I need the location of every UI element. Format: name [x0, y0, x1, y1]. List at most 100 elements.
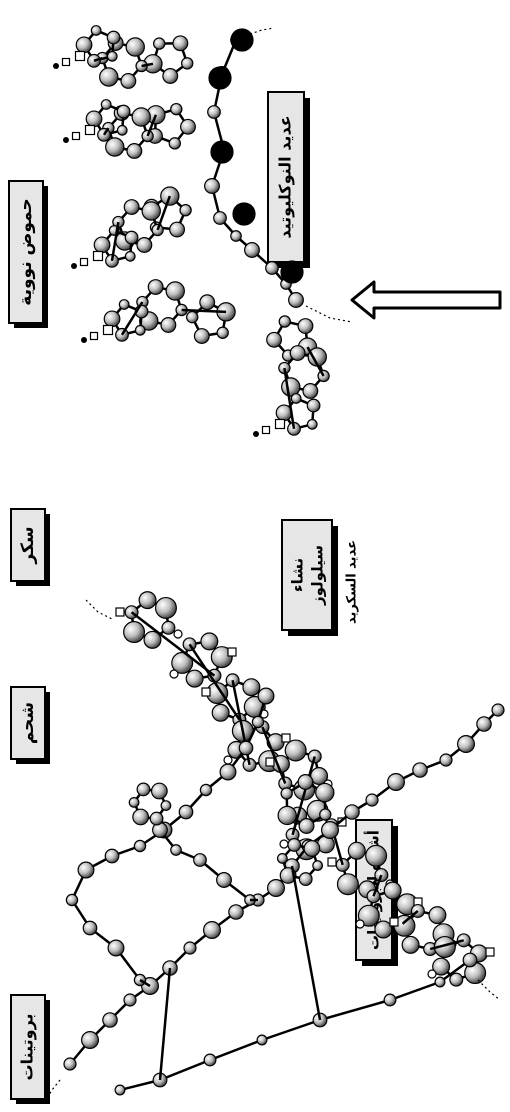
- atom: [107, 939, 125, 957]
- atom: [75, 36, 93, 54]
- label-polysaccharide: عديد السكريد: [345, 540, 360, 624]
- atom: [302, 383, 319, 399]
- label-polynucleotide: عديد النوكليوتيد: [267, 91, 310, 268]
- header-proteins-text: بروتينات: [18, 1013, 37, 1080]
- atom: [428, 906, 447, 925]
- atom: [476, 716, 492, 732]
- bond: [283, 367, 296, 430]
- label-cellulose-text: سيلولوز: [309, 545, 327, 606]
- label-starch-cellulose: نشاء سيلولوز: [281, 519, 338, 636]
- atom-square: [265, 757, 275, 767]
- atom: [297, 318, 314, 334]
- atom: [160, 800, 172, 811]
- atom: [178, 804, 194, 820]
- bond: [146, 114, 158, 137]
- atom: [151, 223, 164, 237]
- atom: [105, 137, 125, 157]
- atom: [276, 853, 288, 864]
- atom: [81, 337, 87, 343]
- protein-structure: [45, 687, 505, 1101]
- atom: [77, 861, 95, 879]
- atom: [383, 881, 402, 900]
- atom: [141, 129, 154, 143]
- atom: [168, 137, 182, 150]
- atom: [244, 242, 260, 258]
- atom: [141, 201, 161, 221]
- atom: [123, 199, 140, 215]
- atom: [173, 629, 183, 639]
- atom: [213, 211, 227, 225]
- atom: [288, 292, 304, 308]
- atom: [106, 30, 121, 45]
- atom: [124, 250, 136, 262]
- atom-square: [389, 917, 399, 927]
- atom: [204, 178, 220, 194]
- atom: [383, 993, 397, 1007]
- bond: [389, 980, 441, 1002]
- atom: [90, 25, 102, 36]
- header-fat-text: شحم: [18, 702, 38, 744]
- atom: [347, 841, 366, 860]
- atom: [80, 1030, 99, 1049]
- bond: [141, 62, 154, 68]
- atom: [65, 893, 79, 907]
- atom: [432, 957, 451, 976]
- atom: [160, 317, 177, 333]
- atom: [462, 952, 478, 968]
- atom: [257, 687, 275, 705]
- bond: [261, 1018, 321, 1042]
- header-nucleic-acids: حموض نووية: [8, 180, 48, 328]
- atom: [297, 774, 314, 790]
- atom: [298, 818, 315, 834]
- atom: [298, 872, 313, 886]
- atom: [183, 941, 197, 955]
- bond: [290, 865, 322, 1021]
- atom: [315, 782, 335, 803]
- atom: [401, 935, 420, 954]
- chain-continuation: [477, 979, 501, 1001]
- atom: [336, 873, 359, 896]
- atom: [211, 703, 230, 722]
- atom-square: [115, 607, 125, 617]
- atom: [290, 393, 302, 404]
- atom: [251, 715, 265, 729]
- header-sugar: سكر: [10, 508, 50, 586]
- bond: [372, 874, 383, 897]
- atom: [223, 755, 233, 765]
- atom: [216, 326, 229, 339]
- atom: [63, 137, 69, 143]
- atom: [153, 37, 166, 50]
- atom: [154, 596, 177, 619]
- atom: [242, 678, 261, 697]
- bond: [209, 1038, 263, 1062]
- atom: [63, 1057, 77, 1071]
- atom: [132, 808, 150, 826]
- atom: [133, 839, 147, 853]
- atom: [387, 772, 406, 791]
- label-polynucleotide-text: عديد النوكليوتيد: [276, 115, 295, 238]
- chain-continuation: [45, 1079, 61, 1101]
- atom: [138, 591, 157, 610]
- atom: [266, 331, 283, 348]
- atom: [161, 620, 176, 635]
- atom: [128, 797, 140, 808]
- atom: [200, 632, 219, 651]
- atom: [193, 328, 210, 344]
- atom: [219, 763, 237, 781]
- atom: [93, 236, 111, 254]
- header-sugar-text: سكر: [18, 526, 38, 564]
- atom: [124, 230, 139, 245]
- atom-square: [74, 50, 86, 62]
- atom: [71, 263, 77, 269]
- atom: [265, 261, 279, 275]
- atom: [169, 221, 186, 238]
- atom: [344, 804, 360, 820]
- bond: [401, 910, 419, 925]
- bond: [181, 308, 227, 314]
- atom: [279, 839, 289, 849]
- atom: [321, 820, 340, 839]
- atom-square: [92, 250, 104, 262]
- bond: [261, 726, 287, 784]
- phosphate-atom: [230, 28, 254, 52]
- phosphate-atom: [280, 260, 304, 284]
